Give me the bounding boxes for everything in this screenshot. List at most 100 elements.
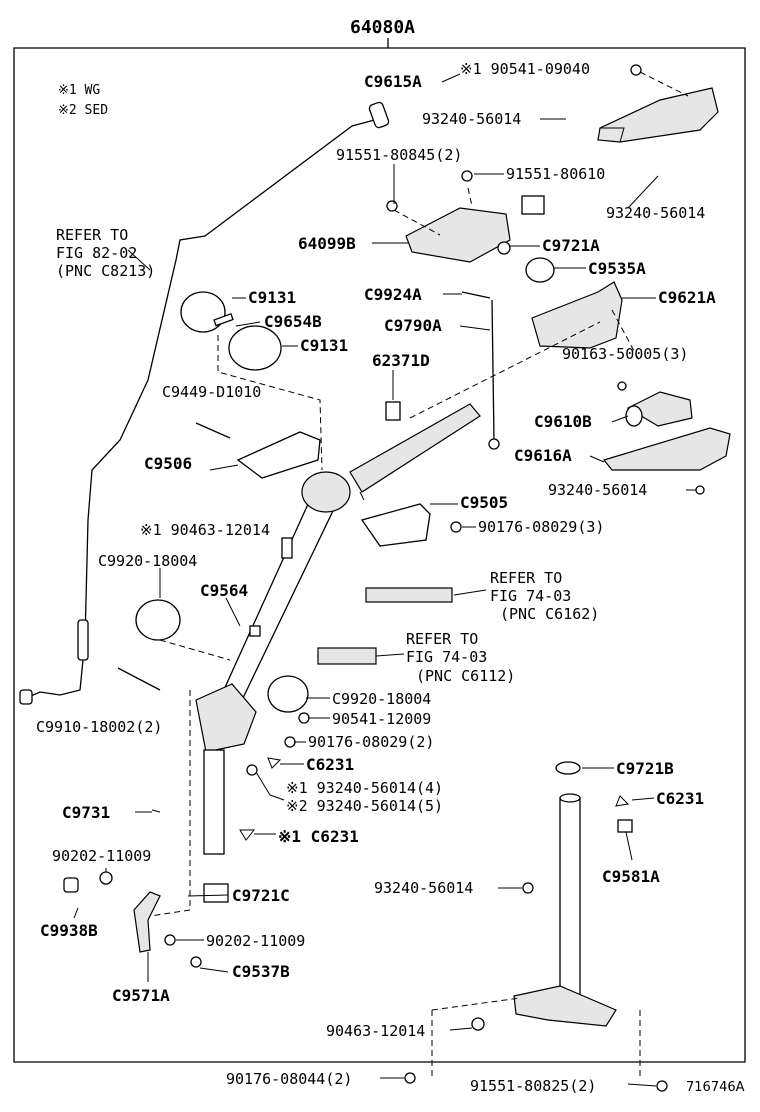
legend-wg: ※1 WG <box>58 83 100 98</box>
c9535a-part <box>525 257 555 283</box>
label-64099b: 64099B <box>298 234 356 253</box>
label-c9615a: C9615A <box>364 72 422 91</box>
label-90176-08044: 90176-08044(2) <box>226 1070 352 1088</box>
label-90202-11009-a: 90202-11009 <box>52 847 151 865</box>
rail-62371d <box>349 403 481 493</box>
wedge-c6231-a <box>267 757 282 769</box>
pin-c9654b <box>213 313 234 327</box>
label-c9564: C9564 <box>200 581 248 600</box>
label-c9721b: C9721B <box>616 759 674 778</box>
knob-c9938b <box>63 877 79 893</box>
post-lower <box>203 749 225 855</box>
handle-c9571a <box>133 891 161 953</box>
refer3-line2: FIG 74-03 <box>406 648 487 666</box>
label-c9924a: C9924A <box>364 285 422 304</box>
disk-c9131-a <box>180 291 226 333</box>
label-c9616a: C9616A <box>514 446 572 465</box>
bracket-64099b <box>405 207 511 263</box>
refer2-line3: (PNC C6162) <box>500 605 599 623</box>
column-clip <box>281 537 293 559</box>
label-c9721c: C9721C <box>232 886 290 905</box>
c9721a-part <box>497 241 511 255</box>
stand-post <box>559 797 581 1009</box>
label-90541-12009: 90541-12009 <box>332 710 431 728</box>
leader-lines <box>73 73 696 1087</box>
label-c9131-b: C9131 <box>300 336 348 355</box>
label-c9621a: C9621A <box>658 288 716 307</box>
stand-base <box>513 985 617 1027</box>
refer-label-2 <box>317 647 377 665</box>
refer1-line2: FIG 82-02 <box>56 244 137 262</box>
label-c9506: C9506 <box>144 454 192 473</box>
wedge-c6231-c <box>239 829 256 841</box>
cover-c9616a <box>602 427 731 471</box>
cable-end-bottom <box>19 689 33 705</box>
label-c9938b: C9938B <box>40 921 98 940</box>
label-93240-56014-4: ※1 93240-56014(4) <box>286 779 443 797</box>
label-90163-50005: 90163-50005(3) <box>562 345 688 363</box>
disk-c9920-b <box>267 675 309 713</box>
label-c9790a: C9790A <box>384 316 442 335</box>
label-91551-80610: 91551-80610 <box>506 165 605 183</box>
refer3-line1: REFER TO <box>406 630 478 648</box>
group-bracket <box>13 38 746 1063</box>
plate-c9505 <box>360 503 431 547</box>
motor-c9610b <box>626 391 693 427</box>
cable-grommet <box>77 619 89 661</box>
clip-62371d <box>385 401 401 421</box>
refer2-line1: REFER TO <box>490 569 562 587</box>
label-c9654b: C9654B <box>264 312 322 331</box>
release-cable <box>25 107 383 699</box>
label-c9449: C9449-D1010 <box>162 383 261 401</box>
label-91551-80825: 91551-80825(2) <box>470 1077 596 1095</box>
label-c9910: C9910-18002(2) <box>36 718 162 736</box>
cap-c9721b <box>555 761 581 775</box>
column-collar <box>301 471 351 513</box>
label-93240-56014-c: 93240-56014 <box>548 481 647 499</box>
latch-block <box>521 195 545 215</box>
label-c9537b: C9537B <box>232 962 290 981</box>
pin-c9731 <box>151 809 161 813</box>
label-c9721a: C9721A <box>542 236 600 255</box>
figure-id: 716746A <box>686 1080 745 1095</box>
cable-end-top <box>368 101 390 129</box>
clip-c9581a <box>617 819 633 833</box>
label-c6231-a: C6231 <box>306 755 354 774</box>
label-c9505: C9505 <box>460 493 508 512</box>
bushing-c9721c <box>203 883 229 903</box>
label-90176-08029-3: 90176-08029(3) <box>478 518 604 536</box>
label-90176-08029-2: 90176-08029(2) <box>308 733 434 751</box>
disk-c9920-a <box>135 599 181 641</box>
label-62371d: 62371D <box>372 351 430 370</box>
diagram-title: 64080A <box>350 17 415 38</box>
bolt-c9910 <box>117 667 161 691</box>
label-c9131-a: C9131 <box>248 288 296 307</box>
label-93240-56014-b: 93240-56014 <box>606 204 705 222</box>
refer-label-1 <box>365 587 453 603</box>
plate-c9621a <box>531 281 623 349</box>
bolt-c9449 <box>195 422 231 439</box>
refer2-line2: FIG 74-03 <box>490 587 571 605</box>
label-90202-11009-b: 90202-11009 <box>206 932 305 950</box>
label-90463-12014-b: 90463-12014 <box>326 1022 425 1040</box>
label-c9920-b: C9920-18004 <box>332 690 431 708</box>
label-c9920-a: C9920-18004 <box>98 552 197 570</box>
refer3-line3: (PNC C6112) <box>416 667 515 685</box>
label-93240-56014-a: 93240-56014 <box>422 110 521 128</box>
label-c9731: C9731 <box>62 803 110 822</box>
cover-part <box>597 87 719 143</box>
spacer-c9564 <box>249 625 261 637</box>
label-c9610b: C9610B <box>534 412 592 431</box>
legend-sed: ※2 SED <box>58 103 108 118</box>
label-93240-56014-5: ※2 93240-56014(5) <box>286 797 443 815</box>
label-c9571a: C9571A <box>112 986 170 1005</box>
label-91551-80845: 91551-80845(2) <box>336 146 462 164</box>
refer1-line3: (PNC C8213) <box>56 262 155 280</box>
label-90463-12014-a: ※1 90463-12014 <box>140 521 270 539</box>
label-c6231-b: C6231 <box>656 789 704 808</box>
label-c6231-c: ※1 C6231 <box>278 827 359 846</box>
label-c9581a: C9581A <box>602 867 660 886</box>
plate-c9506 <box>236 431 321 479</box>
refer1-line1: REFER TO <box>56 226 128 244</box>
